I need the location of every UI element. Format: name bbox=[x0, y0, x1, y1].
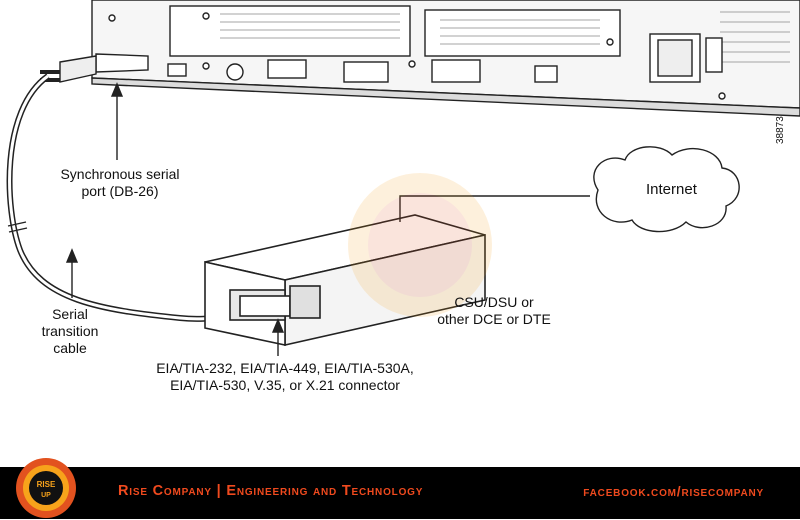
brand-text: Rise Company | Engineering and Technolog… bbox=[118, 483, 424, 499]
network-diagram bbox=[6, 0, 800, 356]
csu-dsu-label: CSU/DSU or other DCE or DTE bbox=[437, 294, 551, 327]
watermark-logo bbox=[348, 173, 492, 317]
footer-bar: Rise Company | Engineering and Technolog… bbox=[0, 467, 800, 519]
connector-label: EIA/TIA-232, EIA/TIA-449, EIA/TIA-530A, … bbox=[156, 360, 414, 393]
serial-cable-label: Serial transition cable bbox=[41, 306, 99, 356]
router-rear-panel bbox=[91, 0, 800, 117]
internet-label: Internet bbox=[646, 181, 697, 198]
arrows bbox=[65, 82, 285, 356]
sync-port-label: Synchronous serial port (DB-26) bbox=[60, 166, 180, 199]
rise-company-logo: RISE UP bbox=[16, 458, 76, 518]
csu-dsu-box bbox=[204, 214, 486, 346]
svg-text:RISE: RISE bbox=[37, 480, 56, 489]
social-link[interactable]: facebook.com/risecompany bbox=[583, 483, 764, 499]
db26-connector bbox=[40, 53, 149, 83]
internet-cloud bbox=[593, 146, 740, 233]
internet-line bbox=[399, 195, 590, 222]
figure-id: 38873 bbox=[775, 116, 786, 144]
svg-text:UP: UP bbox=[41, 492, 51, 499]
